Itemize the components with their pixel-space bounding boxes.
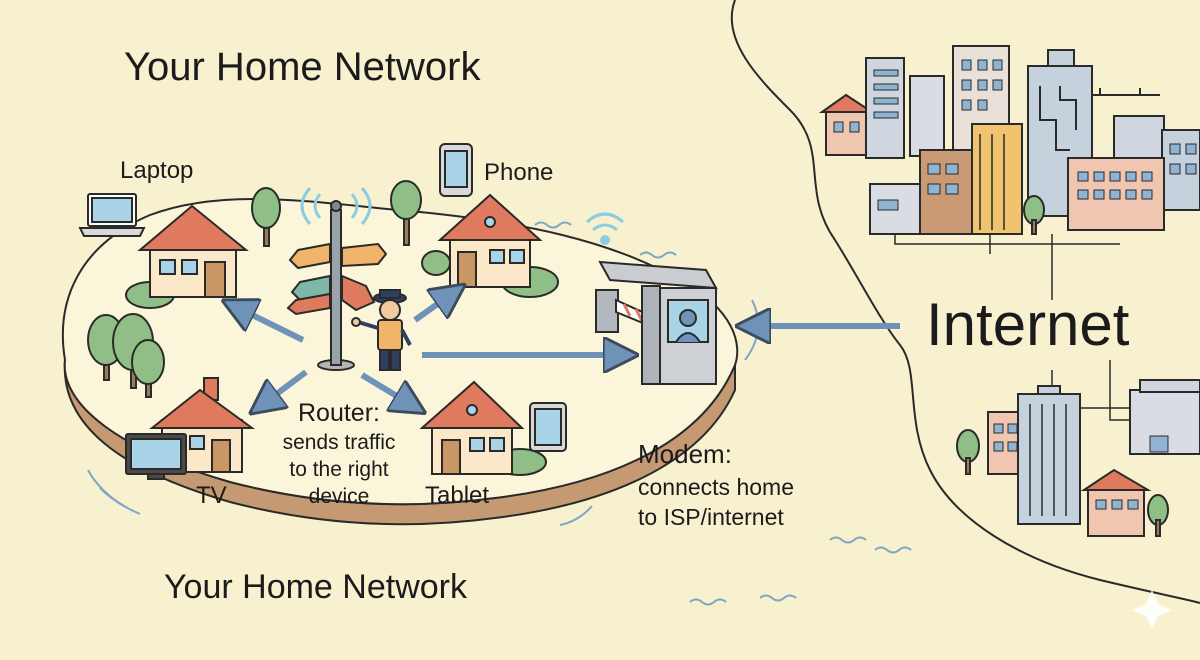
label-tv: TV: [196, 482, 227, 509]
phone-icon: [440, 144, 472, 196]
modem-label-line1: Modem:: [638, 439, 732, 469]
tv-icon: [126, 434, 186, 479]
router-label-line2: sends traffic: [283, 431, 396, 454]
internet-label: Internet: [926, 291, 1130, 358]
title-bottom: Your Home Network: [164, 568, 468, 606]
modem-label-line2: connects home: [638, 474, 794, 500]
modem-label-line3: to ISP/internet: [638, 504, 784, 530]
label-phone: Phone: [484, 159, 553, 186]
tablet-icon: [530, 403, 566, 451]
router-label-line1: Router:: [298, 399, 380, 427]
laptop-icon: [80, 194, 144, 236]
label-laptop: Laptop: [120, 157, 193, 184]
label-tablet: Tablet: [425, 482, 489, 509]
router-label-line4: device: [309, 485, 370, 508]
title-top: Your Home Network: [124, 45, 481, 89]
router-label-line3: to the right: [289, 458, 388, 481]
